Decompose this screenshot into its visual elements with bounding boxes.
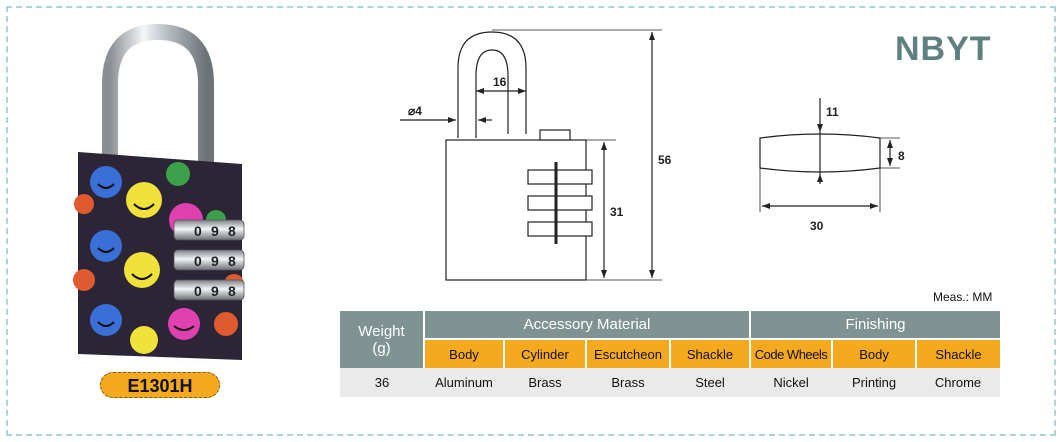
wheel-digit: 8 <box>228 253 236 269</box>
wheel-digit: 0 <box>194 223 202 239</box>
sub-header: Body <box>832 339 918 368</box>
technical-drawing: 16 ⌀4 56 31 11 8 30 <box>400 29 905 281</box>
table-cell: Chrome <box>916 368 1001 397</box>
dim-shackle-width: 16 <box>493 75 507 89</box>
table-cell: Aluminum <box>424 368 504 397</box>
measure-unit: Meas.: MM <box>933 290 993 304</box>
spec-table: Weight (g) Accessory Material Finishing … <box>340 311 1001 397</box>
wheel-digit: 9 <box>211 283 219 299</box>
wheel-digit: 9 <box>211 223 219 239</box>
accessory-material-header: Accessory Material <box>424 311 752 340</box>
weight-label: Weight <box>358 322 405 340</box>
brand-logo: NBYT <box>895 30 992 68</box>
wheel-digit: 8 <box>228 223 236 239</box>
sub-header: Escutcheon <box>586 339 671 368</box>
wheel-digit: 8 <box>228 283 236 299</box>
model-badge: E1301H <box>100 372 220 398</box>
sub-header: Shackle <box>916 339 1001 368</box>
table-cell: Printing <box>832 368 917 397</box>
dim-body-width: 30 <box>810 219 824 233</box>
weight-header: Weight (g) <box>340 311 425 368</box>
dashed-frame <box>6 6 1056 436</box>
dim-total-height: 56 <box>658 153 672 167</box>
weight-unit: (g) <box>372 339 391 357</box>
wheel-digit: 0 <box>194 253 202 269</box>
sub-header: Body <box>424 339 505 368</box>
code-wheels <box>173 219 245 301</box>
table-cell: 36 <box>340 368 424 397</box>
table-cell: Nickel <box>750 368 833 397</box>
table-row: 36 Aluminum Brass Brass Steel Nickel Pri… <box>340 368 1001 397</box>
dim-side: 8 <box>898 149 905 163</box>
lock-body <box>78 152 242 360</box>
finishing-header: Finishing <box>750 311 1001 340</box>
dim-top: 11 <box>826 105 839 119</box>
dim-body-height: 31 <box>610 205 624 219</box>
table-cell: Steel <box>670 368 751 397</box>
sub-header: Code Wheels <box>750 339 834 368</box>
sub-header: Cylinder <box>504 339 587 368</box>
shackle <box>102 24 214 174</box>
wheel-digit: 9 <box>211 253 219 269</box>
sub-header: Shackle <box>670 339 752 368</box>
table-cell: Brass <box>504 368 586 397</box>
padlock-image: 0 9 8 0 9 8 0 9 8 <box>73 24 245 360</box>
wheel-digit: 0 <box>194 283 202 299</box>
dim-shackle-diameter: ⌀4 <box>408 104 422 118</box>
table-cell: Brass <box>586 368 670 397</box>
